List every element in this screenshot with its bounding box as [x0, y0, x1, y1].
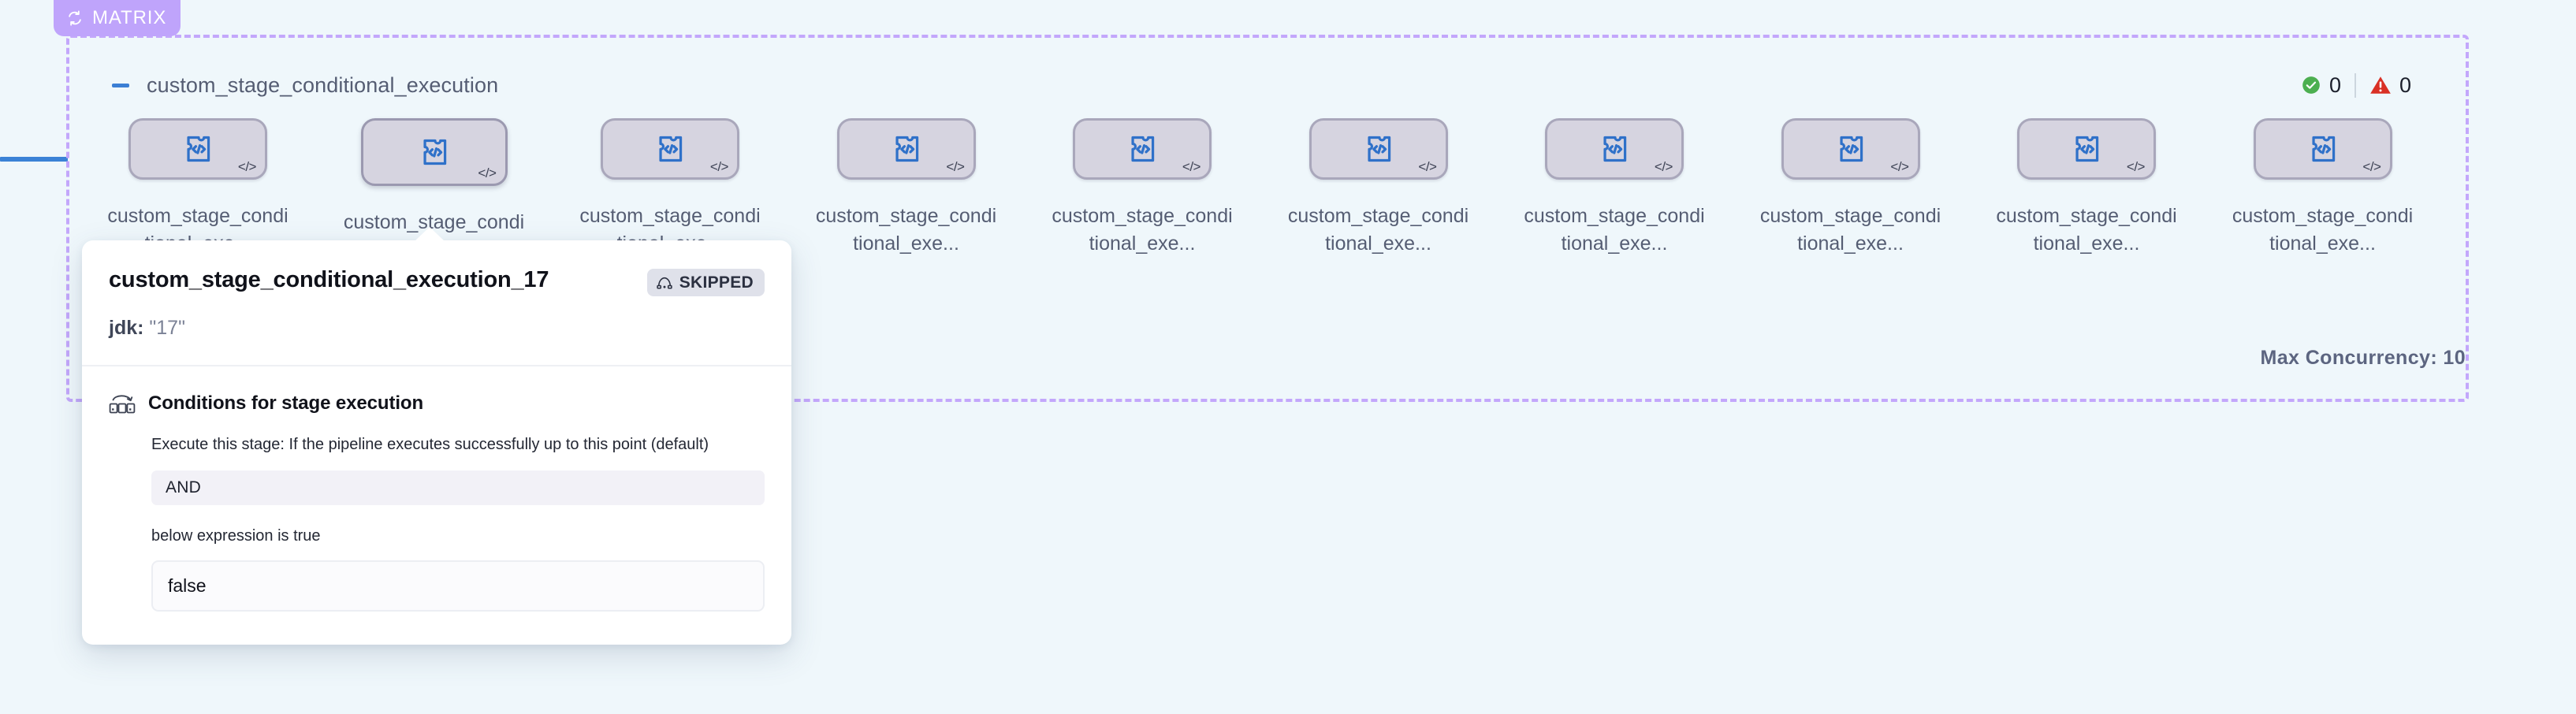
expression-label: below expression is true — [151, 526, 321, 545]
warning-triangle-icon — [2369, 75, 2392, 95]
matrix-node-1[interactable]: </>custom_stage_conditional_exe... — [99, 118, 296, 257]
status-badge-label: SKIPPED — [679, 273, 754, 292]
param-key: jdk: — [109, 317, 144, 339]
incoming-edge-connector — [0, 157, 68, 162]
stage-detail-popover: custom_stage_conditional_execution_17 SK… — [82, 227, 791, 645]
matrix-node-9[interactable]: </> custom_stage_conditional_exe... — [1988, 118, 2185, 257]
logic-operator-bar: AND — [151, 470, 765, 505]
plugin-code-icon — [1598, 132, 1631, 165]
matrix-node-10[interactable]: </> custom_stage_conditional_exe... — [2224, 118, 2422, 257]
minus-collapse-icon[interactable] — [109, 73, 132, 97]
group-status-summary: 0 0 — [2288, 73, 2425, 98]
code-brackets-icon: </> — [1890, 159, 1909, 174]
param-value: "17" — [149, 317, 185, 339]
stage-node-button[interactable]: </> — [1781, 118, 1920, 180]
code-brackets-icon: </> — [2362, 159, 2381, 174]
success-status-chip[interactable]: 0 — [2288, 73, 2355, 97]
stage-node-label: custom_stage_conditional_exe... — [2232, 205, 2414, 255]
code-brackets-icon: </> — [946, 159, 965, 174]
group-header: custom_stage_conditional_execution 0 — [66, 61, 2469, 109]
stage-node-label: custom_stage_conditional_exe... — [1524, 205, 1705, 255]
stage-node-button[interactable]: </> — [128, 118, 267, 180]
matrix-group-container — [66, 35, 2469, 402]
code-brackets-icon: </> — [1654, 159, 1673, 174]
plugin-code-icon — [2070, 132, 2103, 165]
plugin-code-icon — [653, 132, 687, 165]
stage-node-button[interactable]: </> — [360, 118, 508, 186]
code-brackets-icon: </> — [1418, 159, 1437, 174]
matrix-node-row: </> custom_stage_conditional_exe... </> cus… — [66, 118, 2469, 323]
status-badge: SKIPPED — [646, 269, 765, 296]
repeat-loop-icon — [66, 9, 84, 27]
plugin-code-icon — [1834, 132, 1867, 165]
stage-node-label: custom_stage_conditional_exe... — [815, 205, 997, 255]
expression-value: false — [151, 560, 765, 612]
popover-parameters: jdk: "17" — [109, 315, 765, 341]
stage-node-button[interactable]: </> — [2253, 118, 2392, 180]
stage-node-label: custom_stage_conditional_exe... — [1052, 205, 1233, 255]
matrix-node-3[interactable]: </>custom_stage_conditional_exe... — [571, 118, 769, 257]
popover-arrow — [415, 227, 445, 241]
conditions-heading: Conditions for stage execution — [148, 392, 424, 414]
plugin-code-icon — [890, 132, 923, 165]
stage-node-label: custom_stage_conditional_exe... — [1996, 205, 2177, 255]
warning-status-chip[interactable]: 0 — [2356, 73, 2425, 97]
conditions-header: Conditions for stage execution — [109, 392, 765, 415]
plugin-code-icon — [181, 132, 214, 165]
conditional-steps-icon — [109, 392, 136, 415]
stage-node-button[interactable]: </> — [1545, 118, 1684, 180]
warning-count: 0 — [2399, 73, 2411, 97]
matrix-node-6[interactable]: </> custom_stage_conditional_exe... — [1280, 118, 1477, 257]
stage-node-label: custom_stage_conditional_exe... — [1759, 205, 1941, 255]
matrix-node-5[interactable]: </> custom_stage_conditional_exe... — [1044, 118, 1241, 257]
code-brackets-icon: </> — [478, 165, 497, 180]
code-brackets-icon: </> — [2126, 159, 2146, 174]
popover-body: Conditions for stage execution Execute t… — [82, 366, 791, 645]
max-concurrency-label: Max Concurrency: 10 — [2260, 347, 2466, 369]
skip-arc-icon — [657, 276, 672, 289]
matrix-node-7[interactable]: </> custom_stage_conditional_exe... — [1516, 118, 1713, 257]
plugin-code-icon — [1362, 132, 1395, 165]
popover-header: custom_stage_conditional_execution_17 SK… — [82, 240, 791, 366]
matrix-badge[interactable]: MATRIX — [54, 0, 181, 36]
matrix-node-8[interactable]: </> custom_stage_conditional_exe... — [1752, 118, 1949, 257]
plugin-code-icon — [1126, 132, 1159, 165]
plugin-code-icon — [418, 136, 451, 169]
stage-node-label: custom_stage_conditional_exe... — [1287, 205, 1469, 255]
stage-node-button[interactable]: </> — [1308, 118, 1448, 180]
popover-title: custom_stage_conditional_execution_17 — [109, 267, 549, 292]
check-circle-icon — [2301, 75, 2321, 95]
plugin-code-icon — [2306, 132, 2340, 165]
matrix-node-4[interactable]: </> custom_stage_conditional_exe... — [808, 118, 1005, 257]
success-count: 0 — [2328, 73, 2341, 97]
stage-node-button[interactable]: </> — [836, 118, 976, 180]
stage-node-button[interactable]: </> — [1073, 118, 1212, 180]
code-brackets-icon: </> — [709, 159, 729, 174]
status-divider — [2354, 73, 2356, 98]
matrix-badge-label: MATRIX — [92, 7, 167, 28]
code-brackets-icon: </> — [237, 159, 257, 174]
stage-node-button[interactable]: </> — [2017, 118, 2156, 180]
code-brackets-icon: </> — [1182, 159, 1201, 174]
conditions-description: Execute this stage: If the pipeline exec… — [151, 435, 709, 453]
group-title: custom_stage_conditional_execution — [147, 73, 499, 97]
stage-node-button[interactable]: </> — [601, 118, 739, 180]
collapse-dash — [112, 83, 129, 87]
